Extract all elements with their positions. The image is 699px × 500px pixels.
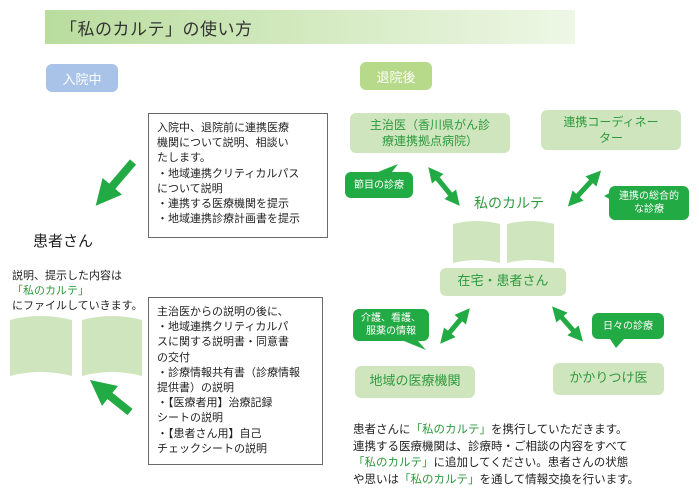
arrow-home-family [552,306,583,342]
karte-book-icon [453,221,554,263]
footer-line1: 患者さんに「私のカルテ」を携行していただきます。 [353,422,628,436]
bubble-milestone-tail [378,164,398,172]
patient-description: 説明、提示した内容は 「私のカルテ」 にファイルしていきます。 [12,268,152,313]
bubble-comprehensive-tail [604,190,615,202]
left-book-icon [10,316,142,376]
bubble-daily: 日々の診療 [592,313,664,339]
page-title: 「私のカルテ」の使い方 [60,20,253,40]
patient-desc-line1: 説明、提示した内容は [12,269,122,282]
post-explanation-box: 主治医からの説明の後に、 ・地域連携クリティカルパ スに関する説明書・同意書 の… [148,297,323,465]
patient-label: 患者さん [33,232,94,250]
home-patient-box: 在宅・患者さん [440,268,566,296]
family-doctor-box: かかりつけ医 [553,363,664,395]
footer-line2: 連携する医療機関は、診療時・ご相談の内容をすべて [353,438,628,453]
bubble-nursing-tail [404,341,426,350]
title-bar [45,10,575,44]
bubble-comprehensive: 連携の総合的 な診療 [609,186,689,220]
bubble-milestone: 節目の診療 [345,172,413,198]
footer-line3: 「私のカルテ」に追加してください。患者さんの状態 [353,455,629,469]
arrow-home-regional [440,308,470,344]
bubble-daily-tail [610,339,624,348]
footer-line4: や思いは「私のカルテ」を通して情報交換を行います。 [353,471,640,486]
discharge-label: 退院後 [360,62,432,90]
bubble-nursing: 介護、看護、 服薬の情報 [353,309,429,341]
arrow-coordinator-karte [567,170,602,207]
arrow-doctor-karte [428,167,460,206]
arrow-from-patient [90,380,133,416]
regional-medical-box: 地域の医療機関 [355,366,475,398]
karte-label: 私のカルテ [474,196,544,212]
primary-doctor-box: 主治医（香川県がん診 療連携拠点病院） [350,113,510,153]
footer-text: 患者さんに「私のカルテ」を携行していただきます。 連携する医療機関は、診療時・ご… [353,421,639,487]
patient-desc-line3: にファイルしていきます。 [12,299,143,312]
inpatient-explanation-box: 入院中、退院前に連携医療 機関について説明、相談い たします。 ・地域連携クリテ… [148,113,328,238]
patient-desc-karte: 「私のカルテ」 [12,284,89,297]
coordinator-box: 連携コーディネー ター [541,110,681,150]
arrow-to-patient [95,159,137,206]
inpatient-label: 入院中 [46,64,118,92]
